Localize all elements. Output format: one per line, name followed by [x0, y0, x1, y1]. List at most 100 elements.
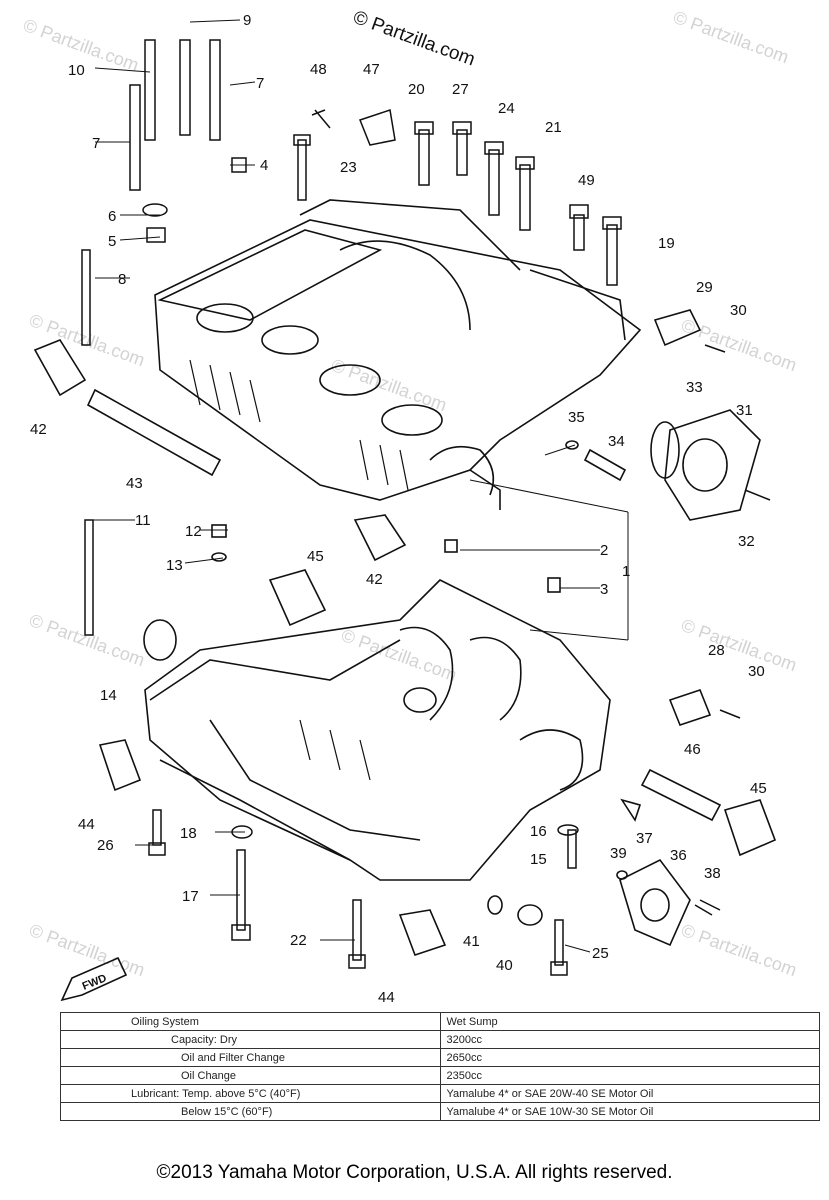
callout: 11	[135, 512, 151, 529]
watermarks: © Partzilla.com © Partzilla.com © Partzi…	[21, 7, 800, 980]
callout: 44	[78, 816, 95, 833]
callout: 3	[600, 581, 608, 598]
table-row: Oil and Filter Change 2650cc	[60, 1048, 820, 1067]
pump-cover-36-boss	[640, 888, 670, 922]
callout: 1	[622, 563, 630, 580]
damper-45b	[723, 799, 777, 857]
watermark: © Partzilla.com	[679, 920, 800, 980]
watermark: © Partzilla.com	[27, 310, 148, 370]
callout: 15	[530, 851, 547, 868]
screw-30	[704, 344, 726, 353]
callout: 49	[578, 172, 595, 189]
bolt-25	[550, 919, 568, 976]
screw-32	[744, 489, 771, 501]
plug-40	[517, 904, 543, 926]
callout: 27	[452, 81, 469, 98]
callout: 46	[684, 741, 701, 758]
callout: 22	[290, 932, 307, 949]
oil-spec-table: Oiling System Wet Sump Capacity: Dry 320…	[60, 1012, 820, 1121]
table-row: Oil Change 2350cc	[60, 1066, 820, 1085]
spec-label: Lubricant: Temp. above 5°C (40°F)	[60, 1084, 441, 1103]
bolt-20	[414, 121, 434, 186]
washer-6	[142, 203, 168, 217]
callout: 41	[463, 933, 480, 950]
callout: 45	[750, 780, 767, 797]
bolt-27	[452, 121, 472, 176]
damper-44	[98, 739, 142, 792]
part-39	[620, 798, 642, 822]
callout: 39	[610, 845, 627, 862]
callout: 4	[260, 157, 268, 174]
pipe-46	[640, 768, 722, 822]
callout: 29	[696, 279, 713, 296]
dowel-3	[547, 577, 561, 593]
stud-9	[179, 39, 191, 136]
spec-value: 3200cc	[439, 1030, 820, 1049]
bolt-15	[567, 829, 577, 869]
callout: 43	[126, 475, 143, 492]
callout: 6	[108, 208, 116, 225]
callout: 42	[366, 571, 383, 588]
dowel-2	[444, 539, 458, 553]
callout: 36	[670, 847, 687, 864]
callout: 48	[310, 61, 327, 78]
stud-7b	[129, 84, 141, 191]
table-row: Below 15°C (60°F) Yamalube 4* or SAE 10W…	[60, 1102, 820, 1121]
callout: 8	[118, 271, 126, 288]
copyright-notice: ©2013 Yamaha Motor Corporation, U.S.A. A…	[156, 1162, 673, 1183]
callout: 44	[378, 989, 395, 1006]
bolt-24	[484, 141, 504, 216]
stud-8	[81, 249, 91, 346]
damper-44b	[398, 909, 447, 957]
o-ring-13	[211, 552, 227, 562]
callout: 31	[736, 402, 753, 419]
o-ring-33	[650, 421, 680, 479]
callout: 23	[340, 159, 357, 176]
callouts: 1 2 3 4 5 6 7 7 8 9 10 11 12 13 14 15 16…	[30, 12, 767, 1006]
callout: 30	[730, 302, 747, 319]
callout: 34	[608, 433, 625, 450]
watermark: © Partzilla.com	[339, 625, 460, 685]
seal-14	[143, 619, 177, 661]
callout: 28	[708, 642, 725, 659]
spec-label: Oil and Filter Change	[60, 1048, 441, 1067]
leader-lines	[90, 19, 629, 953]
spec-label: Oil Change	[60, 1066, 441, 1085]
callout: 37	[636, 830, 653, 847]
o-ring-37	[616, 870, 628, 880]
callout: 7	[256, 75, 264, 92]
bolt-22	[348, 899, 366, 969]
callout: 35	[568, 409, 585, 426]
callout: 19	[658, 235, 675, 252]
washer-16	[557, 824, 579, 836]
spec-label: Oiling System	[60, 1012, 441, 1031]
upper-crankcase	[154, 199, 642, 510]
stud-11	[84, 519, 94, 636]
spec-value: Yamalube 4* or SAE 10W-30 SE Motor Oil	[439, 1102, 820, 1121]
callout: 7	[92, 135, 100, 152]
callout: 13	[166, 557, 183, 574]
spec-value: 2350cc	[439, 1066, 820, 1085]
callout: 25	[592, 945, 609, 962]
watermark: © Partzilla.com	[27, 610, 148, 670]
lower-crankcase	[144, 579, 611, 881]
callout: 42	[30, 421, 47, 438]
stud-7	[209, 39, 221, 141]
bolt-17	[231, 849, 251, 941]
screw-30b	[719, 709, 741, 719]
collar-5	[146, 227, 166, 243]
callout: 9	[243, 12, 251, 29]
bolt-19	[602, 216, 622, 286]
callout: 18	[180, 825, 197, 842]
pipe-43	[86, 388, 222, 477]
callout: 33	[686, 379, 703, 396]
callout: 12	[185, 523, 202, 540]
damper-45	[268, 569, 327, 627]
round-parts	[33, 309, 777, 957]
callout: 47	[363, 61, 380, 78]
callout: 32	[738, 533, 755, 550]
callout: 20	[408, 81, 425, 98]
spec-value: Yamalube 4* or SAE 20W-40 SE Motor Oil	[439, 1084, 820, 1103]
o-ring-41	[487, 895, 503, 915]
